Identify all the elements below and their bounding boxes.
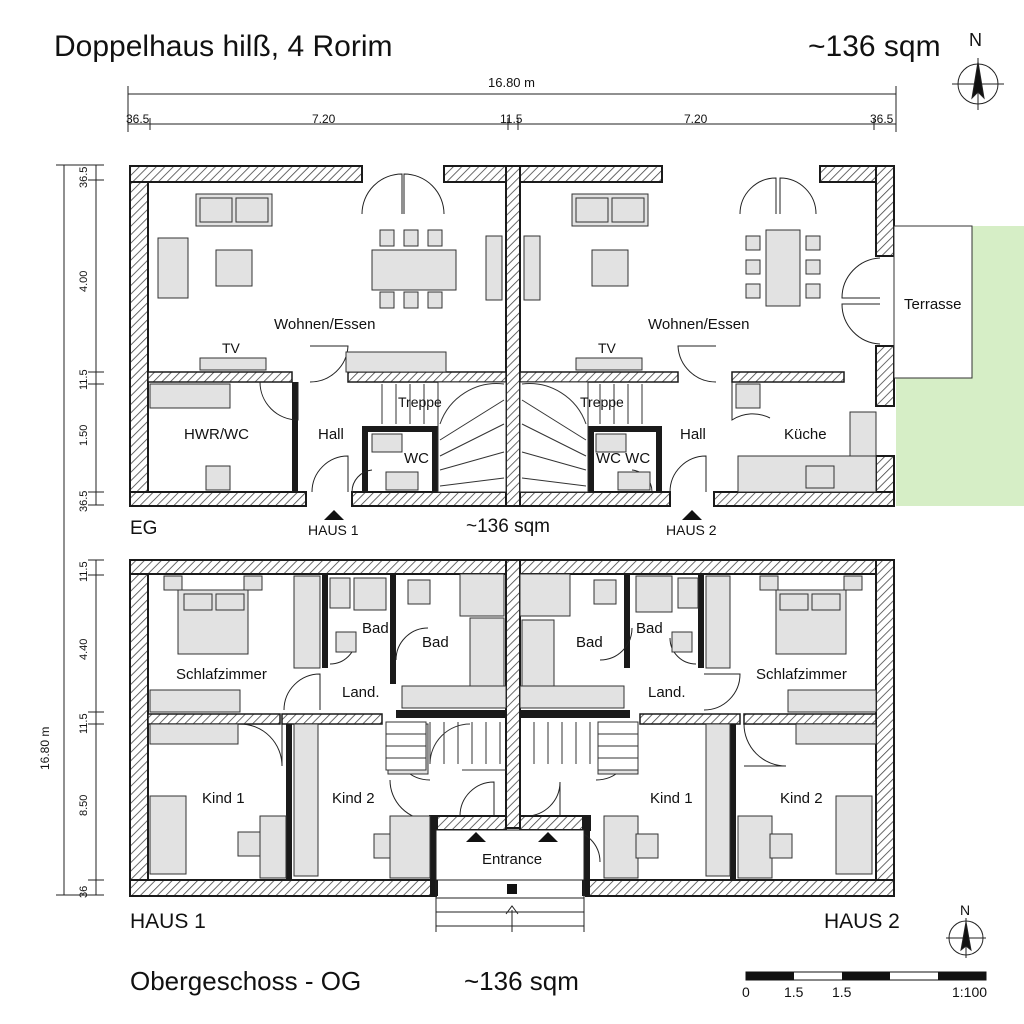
entry-marker-h2: HAUS 2 (666, 522, 717, 538)
room-label-hall-h2: Hall (680, 426, 706, 443)
room-label-bath-small-h2: Bad (636, 620, 663, 637)
room-label-wc-h1: WC (404, 450, 429, 467)
stairs-label-h2: Treppe (580, 394, 624, 410)
side-dimension: 11.5 (78, 369, 90, 390)
ground-floor-walls (129, 165, 895, 507)
room-label-kid1-h2: Kind 1 (650, 790, 693, 807)
room-label-utility-h1: HWR/WC (184, 426, 249, 443)
entry-marker-h1: HAUS 1 (308, 522, 359, 538)
upper-floor-furniture (149, 573, 877, 879)
room-label-kid1-h1: Kind 1 (202, 790, 245, 807)
upper-floor-stairs (385, 721, 639, 771)
stairs-label-h1: Treppe (398, 394, 442, 410)
ground-floor-stairs (381, 381, 643, 493)
room-label-bedroom-h1: Schlafzimmer (176, 666, 267, 683)
room-label-bath-h1: Bad (422, 634, 449, 651)
floor-name-og: Obergeschoss - OG (130, 966, 362, 996)
entry-triangle-house1 (324, 510, 344, 520)
scale-tick: 0 (742, 984, 750, 1000)
area-label-og: ~136 sqm (464, 966, 579, 996)
page-title: Doppelhaus hilß, 4 Rorim (54, 30, 393, 63)
side-dimension: 8.50 (78, 794, 90, 816)
area-label-top: ~136 sqm (808, 30, 941, 63)
tv-label-h2: TV (598, 340, 616, 356)
house1-label: HAUS 1 (130, 910, 206, 933)
side-dimension-lines (56, 164, 104, 896)
area-label-eg: ~136 sqm (466, 516, 550, 537)
scale-tick: 1.5 (784, 984, 804, 1000)
room-label-bedroom-h2: Schlafzimmer (756, 666, 847, 683)
side-dimension: 36.5 (78, 490, 90, 512)
room-label-hall-h1: Hall (318, 426, 344, 443)
scale-bar (745, 971, 987, 981)
house2-label: HAUS 2 (824, 910, 900, 933)
entry-triangle-house2 (682, 510, 702, 520)
terrace-outline (893, 225, 973, 379)
floor-label-eg: EG (130, 518, 158, 539)
compass-top (952, 58, 1004, 110)
dimension-total-width: 16.80 m (488, 75, 535, 90)
side-dimension: 4.40 (78, 638, 90, 660)
entrance-porch (435, 829, 585, 932)
side-dimension: 4.00 (78, 270, 90, 292)
side-dimension: 1.50 (78, 424, 90, 446)
dimension-segment: 36.5 (126, 112, 150, 126)
ground-floor-furniture (149, 193, 877, 493)
top-dimension-lines (127, 86, 897, 132)
scale-tick: 1.5 (832, 984, 852, 1000)
room-label-kitchen: Küche (784, 426, 827, 443)
side-dimension: 11.5 (78, 561, 90, 582)
scale-ratio: 1:100 (952, 984, 988, 1000)
room-label-landing-h1: Land. (342, 684, 380, 701)
side-dimension: 11.5 (78, 713, 90, 734)
room-label-kid2-h2: Kind 2 (780, 790, 823, 807)
side-dimension: 36.5 (78, 166, 90, 188)
dimension-segment: 7.20 (312, 112, 336, 126)
entrance-triangle-left (466, 832, 486, 842)
tv-label-h1: TV (222, 340, 240, 356)
north-label-bottom: N (960, 902, 971, 918)
room-label-wc-h2: WC WC (596, 450, 651, 467)
room-label-kid2-h1: Kind 2 (332, 790, 375, 807)
room-label-entrance: Entrance (482, 851, 543, 868)
room-label-living-h2: Wohnen/Essen (648, 316, 750, 333)
dimension-segment: 11.5 (500, 112, 523, 126)
entrance-triangle-right (538, 832, 558, 842)
dimension-side-total: 16.80 m (38, 726, 52, 770)
room-label-living-h1: Wohnen/Essen (274, 316, 376, 333)
compass-bottom (946, 918, 986, 958)
north-label-top: N (969, 30, 982, 50)
room-label-terrace: Terrasse (904, 296, 962, 313)
room-label-bath-h2: Bad (576, 634, 603, 651)
entrance-light (507, 884, 517, 894)
dimension-segment: 7.20 (684, 112, 708, 126)
room-label-bath-small-h1: Bad (362, 620, 389, 637)
room-label-landing-h2: Land. (648, 684, 686, 701)
side-dimension: 36 (78, 885, 90, 898)
dimension-segment: 36.5 (870, 112, 894, 126)
